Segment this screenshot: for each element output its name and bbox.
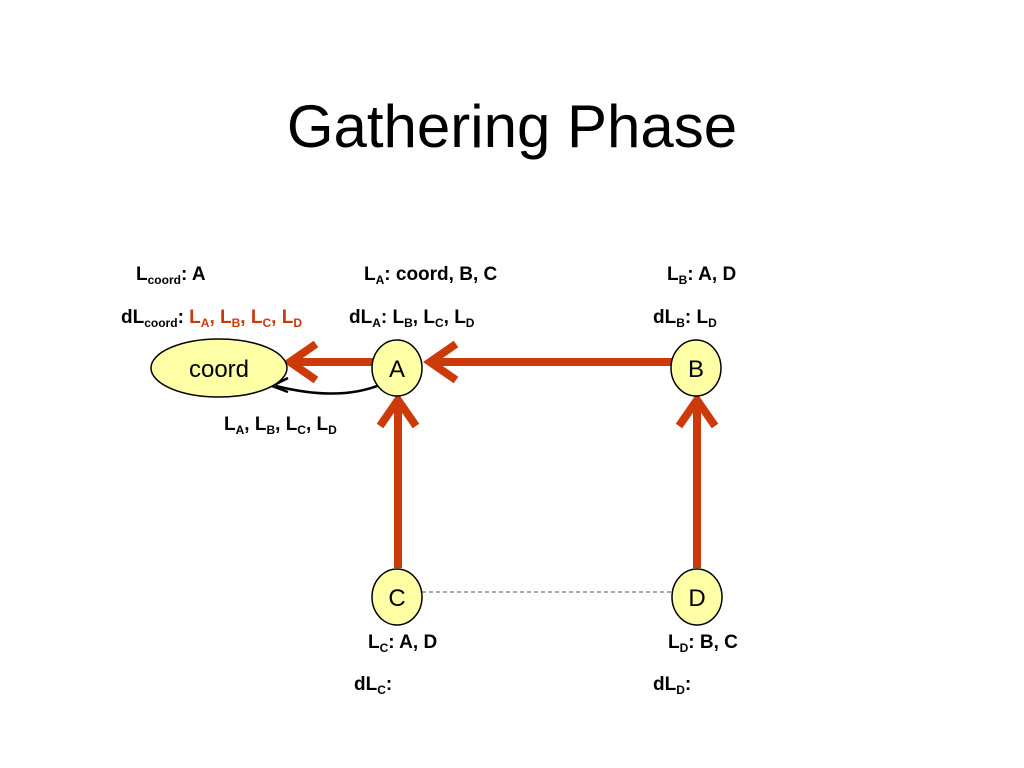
node-coord-label: coord bbox=[189, 356, 249, 383]
edge-a-to-coord bbox=[282, 340, 374, 384]
dl-coord-item: LD bbox=[281, 307, 302, 330]
label-dl-b: dLB: LD bbox=[653, 307, 717, 330]
label-message: LA, LB, LC, LD bbox=[224, 414, 337, 437]
label-dl-a: dLA: LB, LC, LD bbox=[349, 307, 475, 330]
page-title: Gathering Phase bbox=[286, 93, 738, 160]
node-d-label: D bbox=[688, 585, 705, 612]
label-dl-d: dLD: bbox=[653, 674, 692, 697]
dl-coord-item: LC bbox=[250, 307, 272, 330]
label-l-coord: Lcoord: A bbox=[136, 264, 206, 287]
label-l-a: LA: coord, B, C bbox=[364, 264, 498, 287]
label-l-d: LD: B, C bbox=[668, 632, 738, 655]
label-dl-coord: dLcoord: LA, LB, LC, LD bbox=[121, 307, 302, 330]
dl-coord-item: LB bbox=[220, 307, 241, 330]
label-l-b: LB: A, D bbox=[667, 264, 737, 287]
message-arrow bbox=[268, 376, 383, 395]
node-c[interactable]: C bbox=[371, 568, 423, 626]
node-b-label: B bbox=[688, 356, 704, 383]
node-a[interactable]: A bbox=[371, 339, 423, 397]
label-dl-c: dLC: bbox=[354, 674, 393, 697]
edge-b-to-a bbox=[422, 340, 672, 384]
edge-d-to-b bbox=[675, 392, 719, 568]
edge-c-to-a bbox=[376, 392, 420, 568]
node-b[interactable]: B bbox=[670, 339, 722, 397]
dl-coord-item: LA bbox=[189, 307, 210, 330]
node-d[interactable]: D bbox=[671, 568, 723, 626]
node-coord[interactable]: coord bbox=[150, 338, 288, 398]
label-l-c: LC: A, D bbox=[368, 632, 438, 655]
node-c-label: C bbox=[388, 585, 405, 612]
node-a-label: A bbox=[389, 356, 405, 383]
